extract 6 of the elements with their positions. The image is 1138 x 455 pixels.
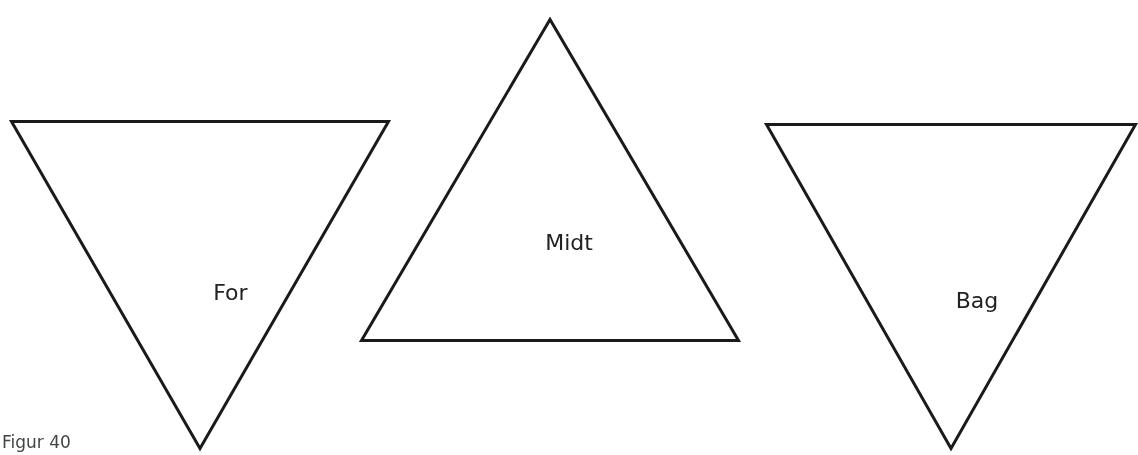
triangle-shape — [765, 123, 1137, 450]
triangle-label: Midt — [545, 229, 593, 255]
figure-caption: Figur 40 — [2, 432, 71, 452]
triangle-shape — [360, 18, 740, 342]
triangle-label: Bag — [955, 287, 999, 313]
triangle-label: For — [213, 279, 248, 305]
